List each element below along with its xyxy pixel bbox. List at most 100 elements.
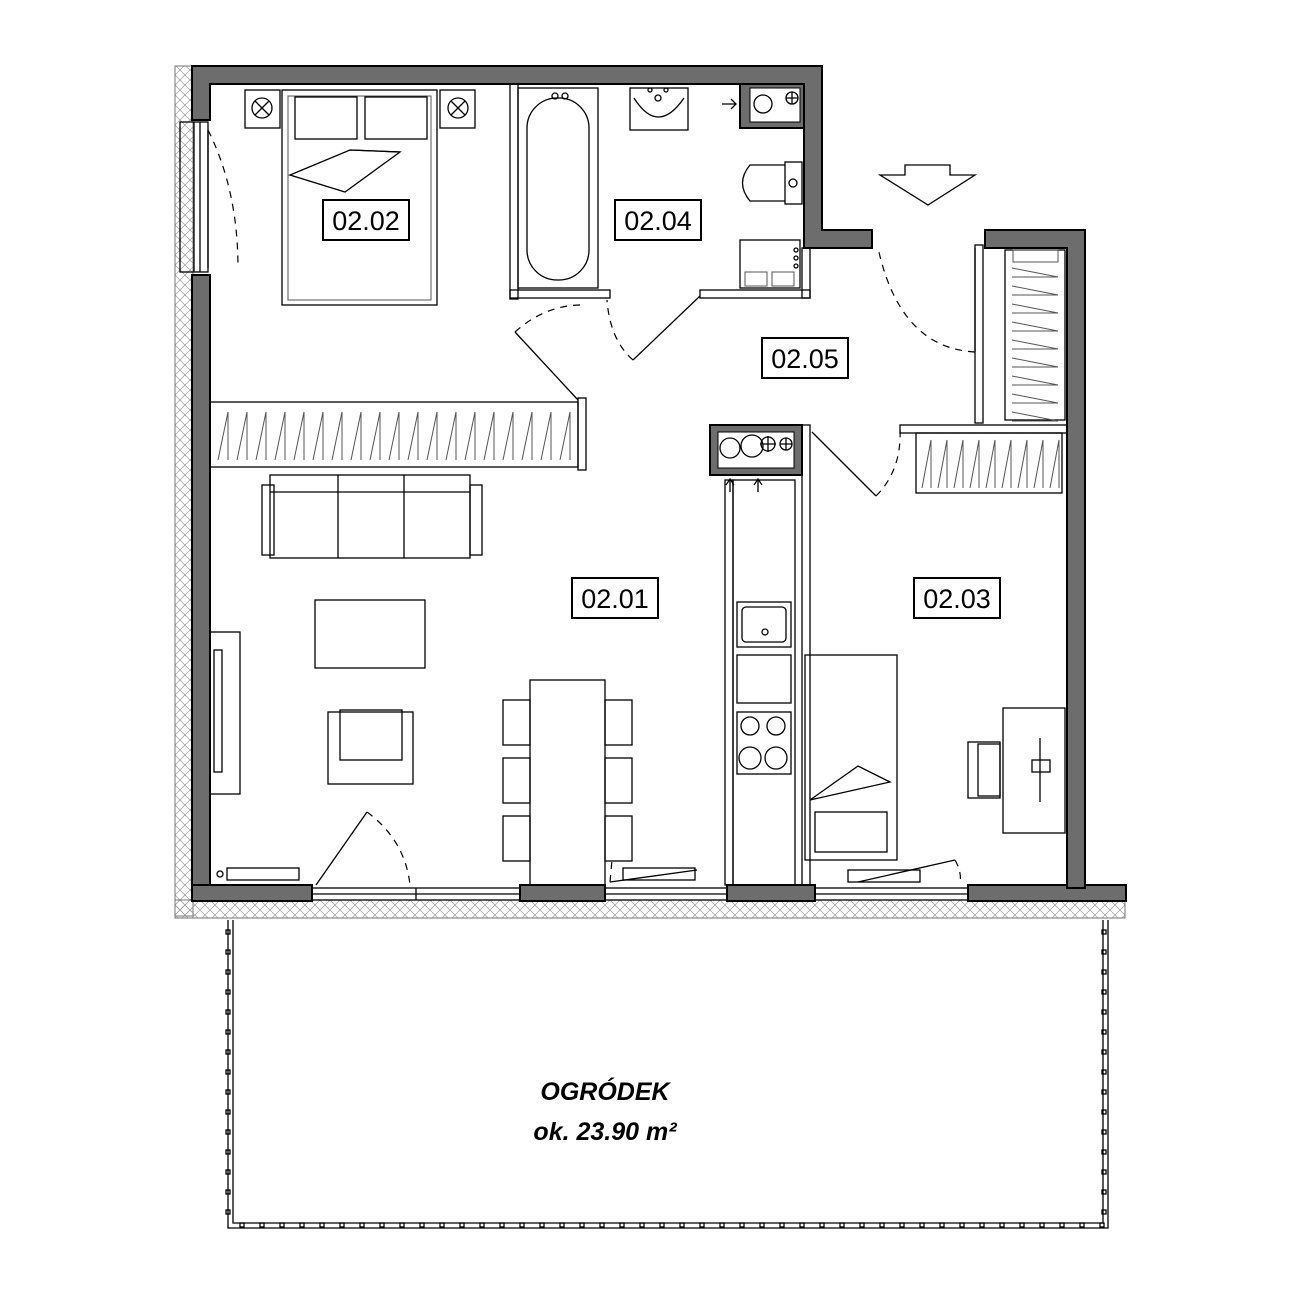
fence-post <box>739 1222 745 1228</box>
fence-post <box>319 1222 325 1228</box>
fence-post <box>1101 1189 1107 1195</box>
fence-post <box>225 1049 231 1055</box>
fence-post <box>225 1189 231 1195</box>
fence-post <box>599 1222 605 1228</box>
fence-post <box>279 1222 285 1228</box>
fence-post <box>1101 1129 1107 1135</box>
fence-post <box>1101 1149 1107 1155</box>
svg-text:02.04: 02.04 <box>624 206 692 236</box>
fence-post <box>1101 989 1107 995</box>
wardrobe-hangers <box>217 267 1060 489</box>
fence-post <box>719 1222 725 1228</box>
fence-post <box>919 1222 925 1228</box>
room-label-02-01: 02.01 <box>571 577 659 619</box>
fence-post <box>779 1222 785 1228</box>
svg-text:02.02: 02.02 <box>332 206 400 236</box>
fence-post <box>225 1169 231 1175</box>
fence-post <box>239 1222 245 1228</box>
fence-post <box>339 1222 345 1228</box>
svg-text:02.03: 02.03 <box>923 584 991 614</box>
windows <box>179 121 969 901</box>
fence-post <box>225 1149 231 1155</box>
wardrobe-hall <box>1004 249 1066 421</box>
fence-post <box>359 1222 365 1228</box>
hanger-lines-living <box>217 411 571 461</box>
fence-post <box>1101 1029 1107 1035</box>
fence-post <box>439 1222 445 1228</box>
wardrobe-bedroom <box>915 432 1063 494</box>
outer-walls <box>191 65 1127 902</box>
svg-text:02.05: 02.05 <box>771 344 839 374</box>
fence-post <box>1039 1222 1045 1228</box>
room-label-02-02: 02.02 <box>322 199 410 241</box>
fence-post <box>1101 1049 1107 1055</box>
fence-post <box>1101 1069 1107 1075</box>
fence-post <box>225 1109 231 1115</box>
fence-post <box>225 969 231 975</box>
svg-text:02.01: 02.01 <box>581 584 649 614</box>
fence-post <box>519 1222 525 1228</box>
entrance-arrow-icon <box>877 164 978 206</box>
fence-post <box>1101 949 1107 955</box>
fence-post <box>979 1222 985 1228</box>
fence-post <box>1101 1009 1107 1015</box>
garden-fence <box>225 920 1109 1229</box>
fence-post <box>1059 1222 1065 1228</box>
fence-post <box>619 1222 625 1228</box>
fence-post <box>879 1222 885 1228</box>
fence-post <box>1079 1222 1085 1228</box>
fence-post <box>399 1222 405 1228</box>
fence-post <box>699 1222 705 1228</box>
fence-post <box>225 1009 231 1015</box>
fence-post <box>225 1029 231 1035</box>
ventilation-icon <box>719 91 799 492</box>
fence-post <box>959 1222 965 1228</box>
insulation-hatching <box>174 65 1126 919</box>
wardrobe-living <box>209 397 587 471</box>
fence-post <box>1019 1222 1025 1228</box>
fence-post <box>259 1222 265 1228</box>
room-label-02-04: 02.04 <box>614 199 702 241</box>
room-label-02-03: 02.03 <box>913 577 1001 619</box>
fence-post <box>1101 969 1107 975</box>
living-furniture <box>209 474 633 886</box>
fence-post <box>679 1222 685 1228</box>
fence-post <box>225 929 231 935</box>
fence-post <box>639 1222 645 1228</box>
fence-post <box>225 949 231 955</box>
fence-post <box>1101 1209 1107 1215</box>
fence-post <box>799 1222 805 1228</box>
fence-post <box>559 1222 565 1228</box>
fence-post <box>539 1222 545 1228</box>
hanger-lines-bedroom <box>921 439 1060 489</box>
hanger-lines-hall <box>1011 267 1059 422</box>
fence-post <box>419 1222 425 1228</box>
fence-post <box>1099 1222 1105 1228</box>
fence-post <box>499 1222 505 1228</box>
fence-post <box>759 1222 765 1228</box>
kitchen-fixtures <box>622 479 796 886</box>
doors <box>207 129 976 886</box>
fence-post <box>859 1222 865 1228</box>
fence-post <box>379 1222 385 1228</box>
fence-post <box>1101 1089 1107 1095</box>
bathroom-fixtures <box>517 87 803 289</box>
fence-post <box>1101 1169 1107 1175</box>
fence-post <box>479 1222 485 1228</box>
fence-post <box>299 1222 305 1228</box>
garden-name: OGRÓDEK <box>540 1077 671 1106</box>
fence-post <box>225 989 231 995</box>
fence-post <box>1101 1109 1107 1115</box>
fence-post <box>899 1222 905 1228</box>
fence-post <box>839 1222 845 1228</box>
fence-post <box>819 1222 825 1228</box>
fence-post <box>225 1089 231 1095</box>
fence-post <box>459 1222 465 1228</box>
fence-post <box>225 1129 231 1135</box>
fence-post <box>225 1069 231 1075</box>
fence-post <box>579 1222 585 1228</box>
bedroom2-furniture <box>804 654 1066 883</box>
fence-post <box>225 1209 231 1215</box>
fence-post <box>659 1222 665 1228</box>
